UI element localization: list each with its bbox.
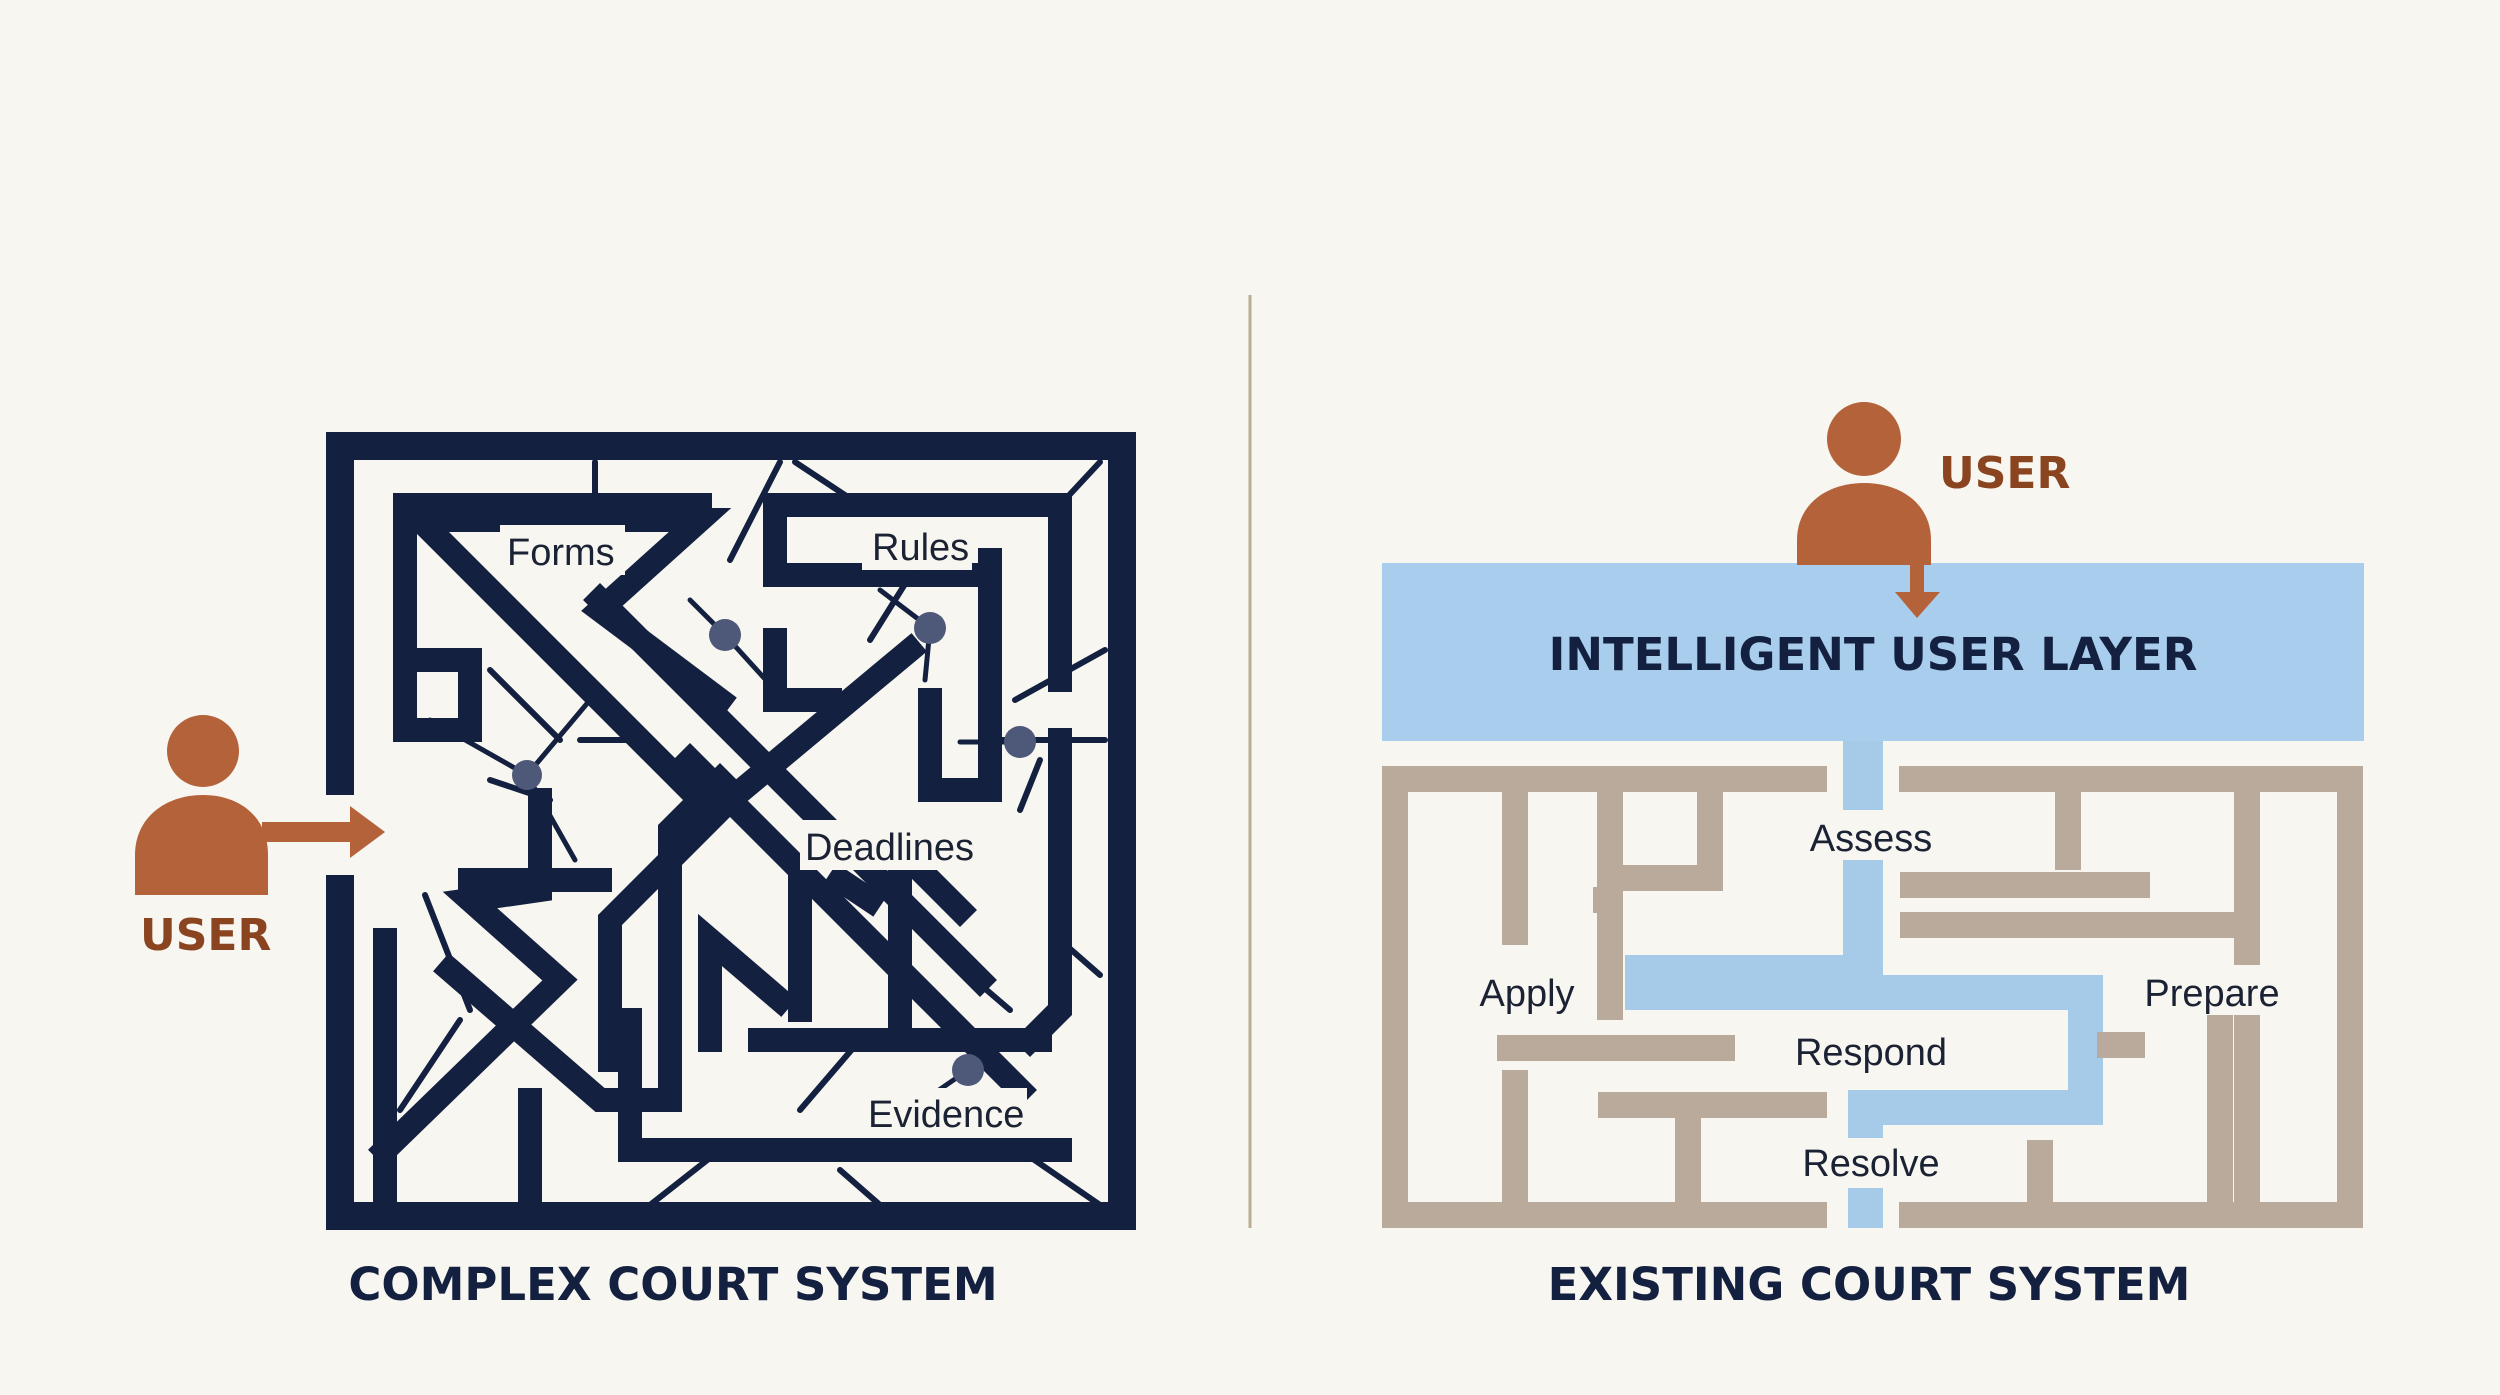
maze-node [952,1054,984,1086]
intelligent-user-layer-label: INTELLIGENT USER LAYER [1549,628,2198,681]
user-body [135,795,268,895]
maze-node [1004,726,1036,758]
maze-label-resolve: Resolve [1802,1143,1939,1185]
maze-label-deadlines: Deadlines [805,827,974,869]
arrow-down-icon [1895,592,1940,618]
maze-label-apply: Apply [1479,973,1574,1015]
maze-label-evidence: Evidence [868,1094,1024,1136]
maze-node [512,760,542,790]
complex-maze: Forms Rules Deadlines Evidence [320,432,1136,1230]
user-label-right: USER [1939,448,2070,499]
right-label-backdrops [1460,810,2315,1188]
user-label-left: USER [140,910,271,961]
user-figure-right: USER [1797,402,2070,618]
intelligent-user-layer [1382,563,2364,741]
caption-complex-court-system: COMPLEX COURT SYSTEM [348,1258,997,1311]
arrow-shaft [262,822,352,842]
maze-node [709,619,741,651]
label-backdrops [500,520,1027,1138]
maze-nodes [512,612,1036,1086]
maze-label-assess: Assess [1810,818,1932,860]
caption-existing-court-system: EXISTING COURT SYSTEM [1548,1258,2191,1311]
maze-node [914,612,946,644]
maze-label-prepare: Prepare [2144,973,2279,1015]
arrow-shaft [1910,555,1924,595]
guided-path [1625,735,2103,1228]
maze-label-rules: Rules [872,527,969,569]
user-body [1797,483,1931,565]
user-figure-left: USER [135,715,385,961]
user-head [1827,402,1901,476]
user-head [167,715,239,787]
maze-label-respond: Respond [1795,1032,1947,1074]
maze-label-forms: Forms [507,532,615,574]
maze-thin-walls [397,459,1108,1208]
arrow-right-icon [350,806,385,858]
